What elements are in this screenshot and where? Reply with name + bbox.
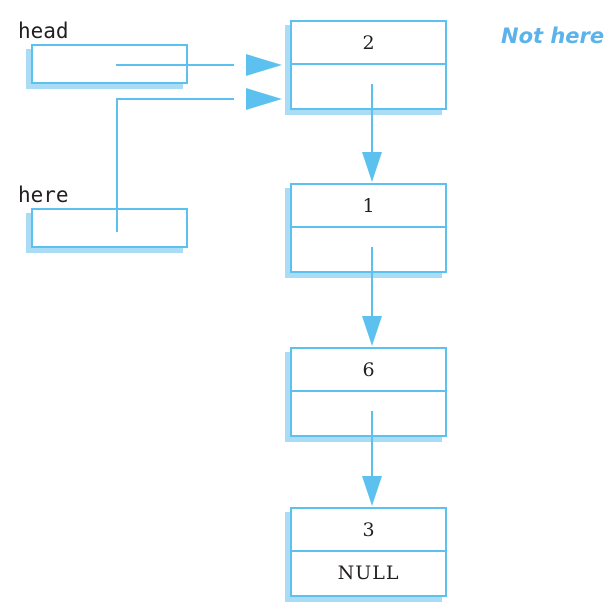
box-frame (290, 347, 447, 437)
node-next-3: NULL (337, 562, 400, 584)
next-line-2-to-1 (371, 84, 373, 152)
node-cell-divider (290, 550, 447, 552)
next-line-6-to-3 (371, 411, 373, 476)
node-value-2: 2 (362, 32, 375, 54)
node-cell-divider (290, 390, 447, 392)
list-node-6: 6 (285, 347, 447, 442)
box-frame (290, 507, 447, 597)
list-node-3: 3 NULL (285, 507, 447, 602)
pointer-variable-box-here (26, 208, 188, 253)
node-cell-divider (290, 226, 447, 228)
next-line-1-to-6 (371, 247, 373, 316)
pointer-variable-label-head: head (18, 19, 69, 43)
list-node-2: 2 (285, 20, 447, 115)
annotation-not-here: Not here (501, 24, 604, 48)
arrow-next-2-to-1 (362, 152, 382, 182)
pointer-line-here-vertical (116, 98, 118, 232)
arrow-here-to-node-2 (246, 88, 282, 110)
pointer-line-head (116, 64, 234, 66)
list-node-1: 1 (285, 183, 447, 278)
pointer-line-here-horizontal (116, 98, 234, 100)
arrow-head-to-node-2 (246, 54, 282, 76)
box-frame (31, 208, 188, 248)
arrow-next-1-to-6 (362, 316, 382, 346)
box-frame (290, 20, 447, 110)
node-value-1: 1 (362, 195, 375, 217)
pointer-variable-label-here: here (18, 183, 69, 207)
node-cell-divider (290, 63, 447, 65)
node-value-6: 6 (362, 359, 375, 381)
arrow-next-6-to-3 (362, 476, 382, 506)
box-frame (290, 183, 447, 273)
node-value-3: 3 (362, 519, 375, 541)
